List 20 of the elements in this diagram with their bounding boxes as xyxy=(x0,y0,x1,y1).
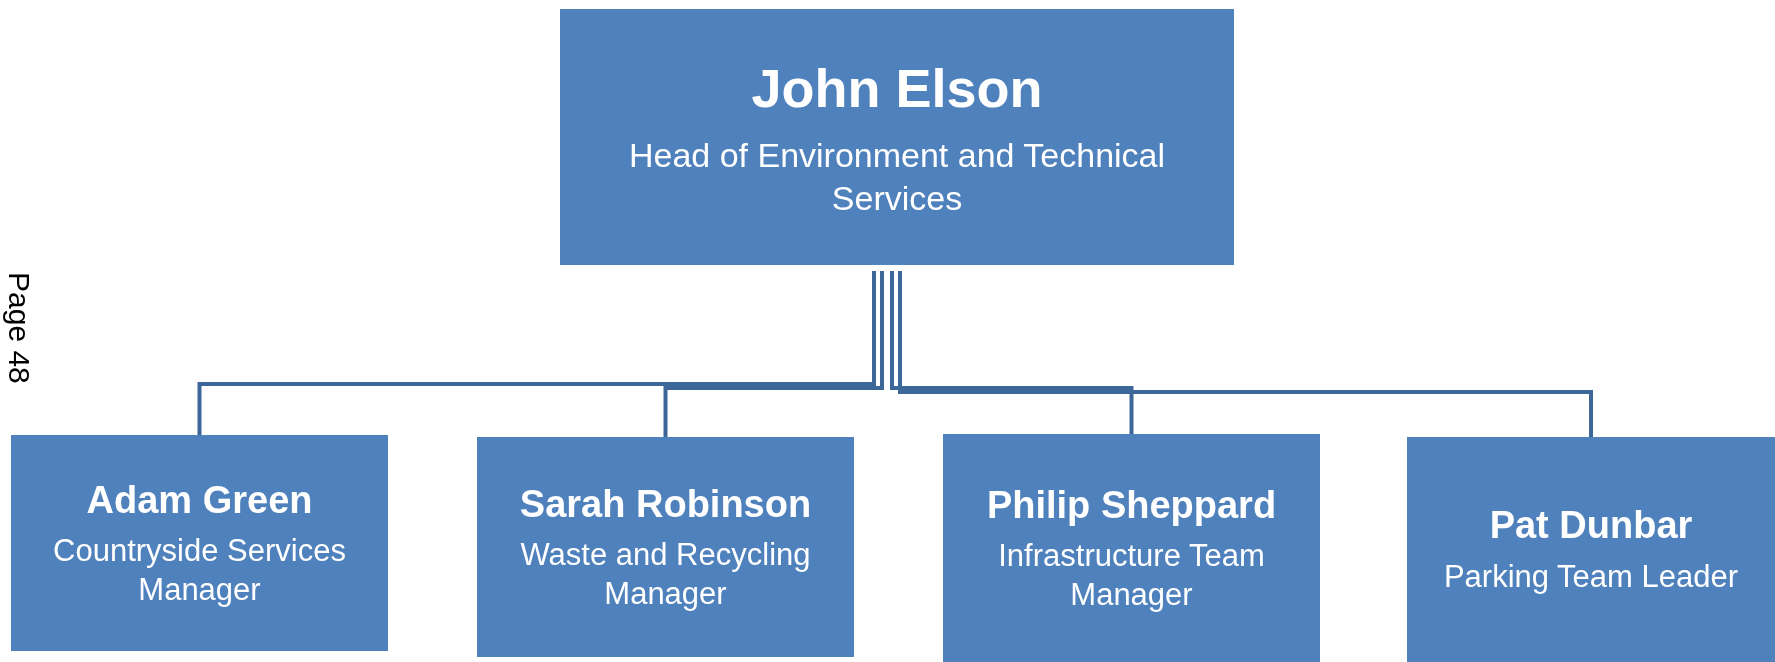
connector-line xyxy=(197,271,876,435)
job-title: Head of Environment and Technical Services xyxy=(627,135,1167,219)
job-title: Parking Team Leader xyxy=(1443,557,1739,596)
person-box xyxy=(943,434,1320,662)
person-name: Sarah Robinson xyxy=(519,481,812,527)
person-box xyxy=(11,435,388,651)
person-box xyxy=(560,9,1234,265)
page-number: Page 48 xyxy=(2,272,37,384)
connector-line xyxy=(898,271,1593,437)
person-box xyxy=(477,437,854,657)
connector-line xyxy=(890,271,1134,434)
job-title: Infrastructure Team Manager xyxy=(997,537,1266,614)
person-name: John Elson xyxy=(751,56,1043,120)
person-name: Adam Green xyxy=(86,477,313,523)
job-title: Countryside Services Manager xyxy=(52,532,347,609)
person-name: Pat Dunbar xyxy=(1489,503,1693,549)
person-name: Philip Sheppard xyxy=(986,482,1277,528)
connector-line xyxy=(663,271,884,437)
job-title: Waste and Recycling Manager xyxy=(519,536,812,613)
person-box xyxy=(1407,437,1775,662)
